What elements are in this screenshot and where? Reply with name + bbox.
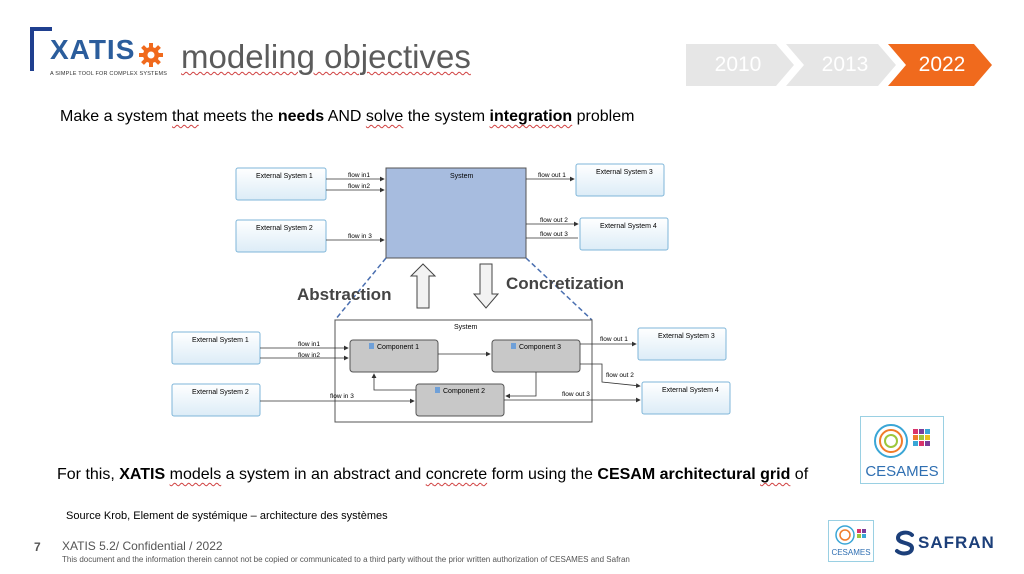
- note-text: form using the: [487, 466, 598, 483]
- top-flow-in3: flow in 3: [348, 233, 372, 240]
- objective-text: meets the: [198, 108, 278, 125]
- source-citation: Source Krob, Element de systémique – arc…: [66, 510, 388, 522]
- component-2: Component 2: [415, 383, 505, 417]
- page-number: 7: [34, 540, 41, 554]
- bottom-flow-out2: flow out 2: [606, 372, 634, 379]
- bottom-external-system-4: External System 4: [641, 381, 731, 415]
- concretization-label: Concretization: [506, 274, 624, 293]
- bottom-flow-in2: flow in2: [298, 352, 320, 359]
- bottom-system-label: System: [454, 324, 478, 331]
- confidential-label: XATIS 5.2/ Confidential / 2022: [62, 539, 223, 553]
- year-2013: 2013: [821, 53, 869, 76]
- objective-text: AND: [324, 108, 366, 125]
- logo-bracket: [30, 27, 52, 71]
- note-xatis: XATIS: [119, 466, 166, 483]
- top-system-block: System: [385, 167, 527, 259]
- component-2-label: Component 2: [443, 388, 485, 395]
- abstraction-arrow-icon: [409, 263, 437, 309]
- cesames-swirl-icon: [874, 424, 930, 458]
- chevron-2022-shape: [888, 44, 992, 86]
- objective-statement: Make a system that meets the needs AND s…: [60, 108, 634, 126]
- note-cesam: CESAM architectural: [597, 466, 761, 483]
- top-flow-out1: flow out 1: [538, 172, 566, 179]
- component-3: Component 3: [491, 339, 581, 373]
- note-text: a system in an abstract and: [221, 466, 426, 483]
- objective-text: solve: [365, 108, 404, 125]
- objective-text: that: [172, 108, 199, 125]
- top-external-system-3: External System 3: [575, 163, 665, 197]
- bottom-external-system-1: External System 1: [171, 331, 261, 365]
- top-system-label: System: [450, 173, 474, 180]
- cesames-small-logo: CESAMES: [828, 520, 874, 562]
- bottom-flow-out3: flow out 3: [562, 391, 590, 398]
- bottom-ext3-label: External System 3: [658, 333, 715, 340]
- top-external-system-2: External System 2: [235, 219, 327, 253]
- year-2010: 2010: [714, 53, 762, 76]
- chevron-2013-shape: [786, 44, 896, 86]
- top-ext3-label: External System 3: [596, 169, 653, 176]
- bottom-external-system-2: External System 2: [171, 383, 261, 417]
- top-flow-in2: flow in2: [348, 183, 370, 190]
- top-flow-out2: flow out 2: [540, 217, 568, 224]
- chevron-2010-shape: [686, 44, 794, 86]
- page-title: modeling objectives: [181, 38, 471, 75]
- safran-label: SAFRAN: [918, 533, 995, 552]
- concretization-arrow-icon: [472, 263, 500, 309]
- note-grid: grid: [760, 466, 791, 483]
- note-text: of: [790, 466, 809, 483]
- bottom-ext1-label: External System 1: [192, 337, 249, 344]
- component-3-label: Component 3: [519, 344, 561, 351]
- top-ext4-label: External System 4: [600, 223, 657, 230]
- bottom-flow-out1: flow out 1: [600, 336, 628, 343]
- disclaimer: This document and the information therei…: [62, 555, 630, 564]
- note-text: concrete: [425, 466, 488, 483]
- top-external-system-4: External System 4: [579, 217, 669, 251]
- cesames-small-label: CESAMES: [831, 548, 871, 557]
- xatis-logo-text: XATIS: [50, 34, 136, 65]
- bottom-flow-in1: flow in1: [298, 341, 320, 348]
- gear-icon: [139, 43, 163, 67]
- component-1: Component 1: [349, 339, 439, 373]
- component-1-label: Component 1: [377, 344, 419, 351]
- architecture-diagram: External System 1 External System 2 Exte…: [171, 163, 731, 423]
- cesames-logo: CESAMES: [860, 416, 944, 484]
- objective-text: problem: [572, 108, 635, 125]
- note-text: For this,: [57, 466, 120, 483]
- year-2022: 2022: [918, 53, 966, 76]
- objective-needs: needs: [277, 108, 325, 125]
- logo-tagline: A SIMPLE TOOL FOR COMPLEX SYSTEMS: [50, 71, 168, 77]
- top-external-system-1: External System 1: [235, 167, 327, 201]
- cesames-label: CESAMES: [865, 463, 939, 480]
- objective-text: the system: [403, 108, 490, 125]
- objective-integration: integration: [489, 108, 573, 125]
- safran-s-icon: [895, 530, 915, 556]
- bottom-external-system-3: External System 3: [637, 327, 727, 361]
- safran-logo: SAFRAN: [894, 528, 998, 558]
- top-ext2-label: External System 2: [256, 225, 313, 232]
- abstraction-label: Abstraction: [297, 285, 391, 304]
- cesames-small-swirl-icon: [835, 525, 866, 545]
- bottom-flow-in3: flow in 3: [330, 393, 354, 400]
- top-ext1-label: External System 1: [256, 173, 313, 180]
- bottom-ext4-label: External System 4: [662, 387, 719, 394]
- objective-text: Make a system: [60, 108, 173, 125]
- note-text: models: [169, 466, 222, 483]
- bottom-ext2-label: External System 2: [192, 389, 249, 396]
- top-flow-in1: flow in1: [348, 172, 370, 179]
- top-flow-out3: flow out 3: [540, 231, 568, 238]
- year-timeline: 2010 2013 2022: [686, 44, 992, 86]
- cesam-note: For this, XATIS models a system in an ab…: [57, 466, 808, 484]
